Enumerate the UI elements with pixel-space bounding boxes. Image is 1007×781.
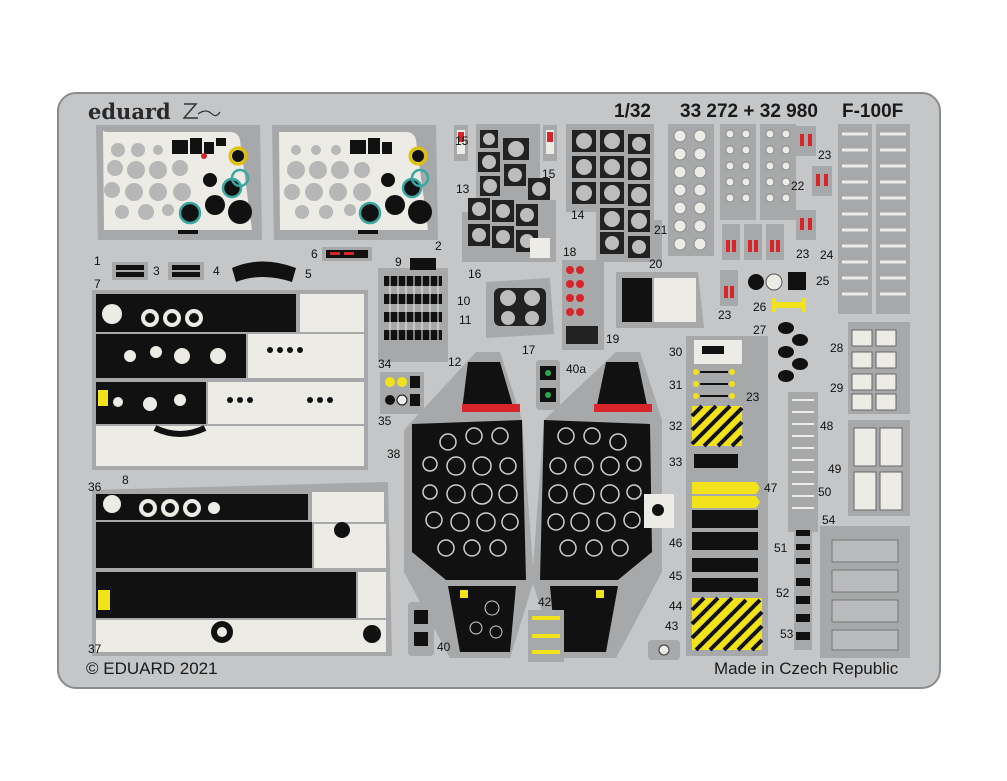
origin-text: Made in Czech Republic xyxy=(714,659,899,678)
part-number: 31 xyxy=(669,378,683,392)
part-number: 8 xyxy=(122,473,129,487)
part-number: 36 xyxy=(88,480,102,494)
part-number: 53 xyxy=(780,627,794,641)
small-parts-3-7 xyxy=(112,247,372,282)
part-number: 21 xyxy=(654,223,668,237)
part-number: 13 xyxy=(456,182,470,196)
parts-9-12-switch-panels xyxy=(378,258,448,362)
part-number: 20 xyxy=(649,257,663,271)
part-number: 27 xyxy=(753,323,767,337)
part-number: 15 xyxy=(542,167,556,181)
parts-18-19-warning-lights xyxy=(562,260,604,350)
part-14-instrument-cluster xyxy=(566,124,662,262)
set-numbers: 33 272 + 32 980 xyxy=(680,101,818,122)
part-20-panel xyxy=(616,272,704,328)
part-number: 3 xyxy=(153,264,160,278)
part-16-17-gauge-plate xyxy=(486,278,554,338)
part-number: 4 xyxy=(213,264,220,278)
part-13-instrument-cluster xyxy=(462,124,556,262)
part-number: 23 xyxy=(796,247,810,261)
part-number: 51 xyxy=(774,541,788,555)
part-number: 1 xyxy=(94,254,101,268)
part-number: 54 xyxy=(822,513,836,527)
part-number: 28 xyxy=(830,341,844,355)
part-36-37-side-console xyxy=(92,482,392,656)
part-number: 52 xyxy=(776,586,790,600)
part-number: 16 xyxy=(468,267,482,281)
part-number: 23 xyxy=(746,390,760,404)
part-number: 42 xyxy=(538,595,552,609)
part-number: 17 xyxy=(522,343,536,357)
parts-40-43-small xyxy=(408,360,680,662)
part-number: 9 xyxy=(395,255,402,269)
part-number: 26 xyxy=(753,300,767,314)
part-21-knob-strips xyxy=(668,124,796,256)
parts-28-29-boxes xyxy=(848,322,910,414)
part-number: 5 xyxy=(305,267,312,281)
part-number: 25 xyxy=(816,274,830,288)
part-number: 41 xyxy=(567,637,581,651)
part-number: 48 xyxy=(820,419,834,433)
part-number: 45 xyxy=(669,569,683,583)
part-15-strips xyxy=(454,125,557,161)
zoom-logo-mark xyxy=(182,103,221,119)
part-number: 34 xyxy=(378,357,392,371)
part-number: 15 xyxy=(455,134,469,148)
copyright-text: © EDUARD 2021 xyxy=(86,659,218,678)
part-24-long-strips xyxy=(838,124,910,314)
part-2-instrument-panel-right xyxy=(272,125,438,240)
part-number: 35 xyxy=(378,414,392,428)
aircraft-name: F-100F xyxy=(842,101,904,122)
part-number: 18 xyxy=(563,245,577,259)
part-number: 2 xyxy=(435,239,442,253)
parts-30-47-column xyxy=(686,336,768,656)
part-number: 49 xyxy=(828,462,842,476)
part-number: 39 xyxy=(591,640,605,654)
part-number: 14 xyxy=(571,208,585,222)
part-39-main-instrument-panel xyxy=(532,352,674,658)
parts-25-27-knobs xyxy=(748,272,808,382)
parts-49-54-plates xyxy=(820,420,910,658)
part-number: 30 xyxy=(669,345,683,359)
part-number: 32 xyxy=(669,419,683,433)
part-8-side-console xyxy=(92,290,368,470)
parts-48-50-strips xyxy=(788,392,818,532)
part-1-instrument-panel-left xyxy=(96,125,262,240)
part-number: 40 xyxy=(437,640,451,654)
part-number: 43 xyxy=(665,619,679,633)
part-number: 19 xyxy=(606,332,620,346)
scale-label: 1/32 xyxy=(614,101,651,122)
part-number: 33 xyxy=(669,455,683,469)
part-number: 40a xyxy=(566,362,587,376)
part-number: 6 xyxy=(311,247,318,261)
part-number: 38 xyxy=(387,447,401,461)
part-number: 23 xyxy=(718,308,732,322)
brand-logo: eduard xyxy=(88,99,171,124)
part-number: 37 xyxy=(88,642,102,656)
parts-51-53-small-strips xyxy=(794,520,812,650)
part-number: 47 xyxy=(764,481,778,495)
part-number: 7 xyxy=(94,277,101,291)
part-number: 46 xyxy=(669,536,683,550)
part-number: 11 xyxy=(459,313,472,327)
part-number: 23 xyxy=(818,148,832,162)
part-number: 10 xyxy=(457,294,471,308)
part-number: 29 xyxy=(830,381,844,395)
part-38-main-instrument-panel xyxy=(404,352,534,658)
part-number: 44 xyxy=(669,599,683,613)
part-number: 12 xyxy=(448,355,462,369)
part-number: 22 xyxy=(791,179,805,193)
part-number: 50 xyxy=(818,485,832,499)
parts-34-35-lights xyxy=(380,372,424,414)
part-number: 24 xyxy=(820,248,834,262)
